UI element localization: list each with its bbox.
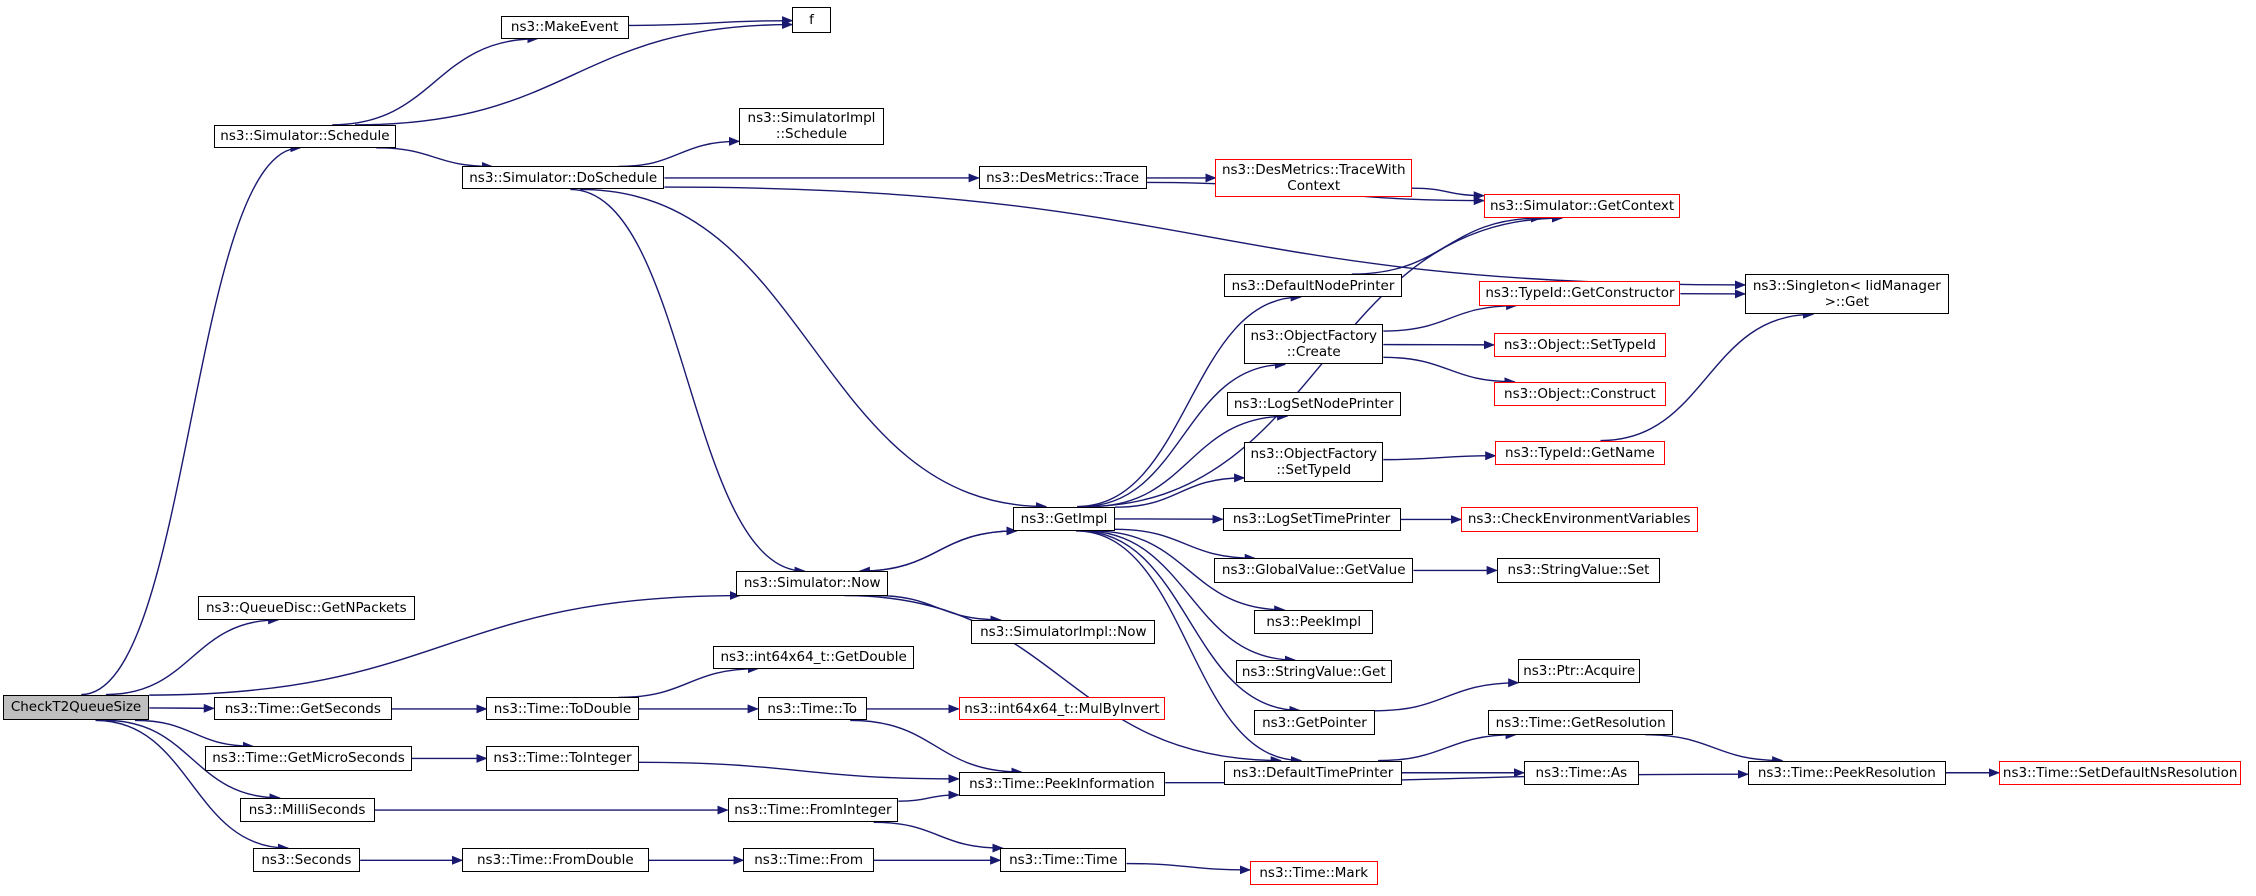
node-int64x64-mul-by-invert[interactable]: ns3::int64x64_t::MulByInvert bbox=[958, 697, 1166, 721]
node-typeid-get-name[interactable]: ns3::TypeId::GetName bbox=[1495, 440, 1665, 465]
edge-getimpl-to-lognodeprinter bbox=[1090, 411, 1289, 508]
edge-getimpl-to-peekimpl bbox=[1093, 530, 1286, 615]
node-simulator-get-context[interactable]: ns3::Simulator::GetContext bbox=[1483, 193, 1681, 219]
node-check-t2-queue-size: CheckT2QueueSize bbox=[2, 694, 150, 721]
node-time-peek-resolution[interactable]: ns3::Time::PeekResolution bbox=[1747, 760, 1946, 785]
edge-ttime-to-tmark bbox=[1126, 862, 1252, 875]
node-simulator-schedule[interactable]: ns3::Simulator::Schedule bbox=[213, 124, 397, 148]
edge-check-to-sched bbox=[81, 143, 302, 696]
edge-dosched-to-getimpl bbox=[580, 188, 1048, 512]
node-default-node-printer[interactable]: ns3::DefaultNodePrinter bbox=[1224, 274, 1402, 298]
edge-dosched-to-simnow bbox=[570, 188, 806, 576]
edge-getpointer-to-ptracquire bbox=[1374, 678, 1520, 712]
node-global-value-get-value[interactable]: ns3::GlobalValue::GetValue bbox=[1214, 558, 1414, 583]
edge-check-to-qdgetn bbox=[105, 615, 280, 696]
node-f[interactable]: f bbox=[792, 7, 831, 33]
node-milli-seconds[interactable]: ns3::MilliSeconds bbox=[239, 797, 375, 823]
edge-simnow-to-deftimeprinter bbox=[844, 594, 1282, 766]
edge-destracectx-to-getcontext bbox=[1412, 187, 1485, 201]
edge-ofcreate-to-construct bbox=[1383, 356, 1516, 387]
node-seconds[interactable]: ns3::Seconds bbox=[252, 848, 361, 873]
edge-getimpl-to-ofsettypeid bbox=[1114, 473, 1246, 508]
edge-makeevent-to-f bbox=[628, 16, 794, 27]
node-log-set-time-printer[interactable]: ns3::LogSetTimePrinter bbox=[1222, 507, 1401, 531]
node-ptr-acquire[interactable]: ns3::Ptr::Acquire bbox=[1518, 658, 1641, 684]
node-simulator-now[interactable]: ns3::Simulator::Now bbox=[736, 571, 889, 596]
edge-sched-to-dosched bbox=[376, 147, 494, 171]
node-time-as[interactable]: ns3::Time::As bbox=[1523, 760, 1639, 785]
edge-check-to-simnow bbox=[149, 591, 741, 696]
node-make-event[interactable]: ns3::MakeEvent bbox=[500, 15, 629, 39]
node-time-from-integer[interactable]: ns3::Time::FromInteger bbox=[727, 797, 899, 823]
node-time-mark[interactable]: ns3::Time::Mark bbox=[1249, 861, 1378, 886]
node-time-set-default-ns-resolution[interactable]: ns3::Time::SetDefaultNsResolution bbox=[1998, 760, 2242, 785]
node-time-to-integer[interactable]: ns3::Time::ToInteger bbox=[486, 746, 639, 771]
edge-tfrominteger-to-ttime bbox=[873, 821, 1004, 853]
node-time-get-micro-seconds[interactable]: ns3::Time::GetMicroSeconds bbox=[205, 746, 412, 771]
edge-dosched-to-singleton bbox=[664, 186, 1747, 290]
node-check-environment-variables[interactable]: ns3::CheckEnvironmentVariables bbox=[1460, 506, 1698, 533]
edge-deftimeprinter-to-tgetres bbox=[1378, 730, 1517, 762]
node-des-metrics-trace[interactable]: ns3::DesMetrics::Trace bbox=[978, 166, 1147, 190]
edge-ofsettypeid-to-getname bbox=[1383, 451, 1497, 461]
node-singleton-iid-manager-get[interactable]: ns3::Singleton< IidManager >::Get bbox=[1744, 274, 1949, 315]
edge-getimpl-to-deftimeprinter bbox=[1076, 530, 1303, 766]
node-simulator-impl-now[interactable]: ns3::SimulatorImpl::Now bbox=[971, 619, 1156, 645]
node-simulator-impl-schedule[interactable]: ns3::SimulatorImpl ::Schedule bbox=[739, 107, 884, 145]
node-int64x64-get-double[interactable]: ns3::int64x64_t::GetDouble bbox=[713, 645, 915, 669]
edge-check-to-tgetmicro bbox=[134, 719, 254, 751]
node-queue-disc-get-n-packets[interactable]: ns3::QueueDisc::GetNPackets bbox=[198, 595, 415, 620]
node-simulator-do-schedule[interactable]: ns3::Simulator::DoSchedule bbox=[462, 166, 665, 190]
edge-getimpl-to-getpointer bbox=[1079, 530, 1301, 715]
node-peek-impl[interactable]: ns3::PeekImpl bbox=[1254, 609, 1374, 635]
node-string-value-set[interactable]: ns3::StringValue::Set bbox=[1496, 558, 1661, 583]
node-time-to-double[interactable]: ns3::Time::ToDouble bbox=[486, 697, 639, 721]
node-get-pointer[interactable]: ns3::GetPointer bbox=[1254, 710, 1375, 735]
edge-getimpl-to-gvgetvalue bbox=[1114, 528, 1256, 563]
edge-getimpl-to-svget bbox=[1083, 530, 1297, 665]
node-time-from-double[interactable]: ns3::Time::FromDouble bbox=[462, 848, 649, 873]
node-string-value-get[interactable]: ns3::StringValue::Get bbox=[1235, 660, 1392, 684]
edge-defnodeprinter-to-getcontext bbox=[1351, 213, 1542, 275]
node-default-time-printer[interactable]: ns3::DefaultTimePrinter bbox=[1224, 760, 1402, 785]
node-typeid-get-constructor[interactable]: ns3::TypeId::GetConstructor bbox=[1479, 281, 1681, 306]
node-time-peek-information[interactable]: ns3::Time::PeekInformation bbox=[958, 772, 1166, 797]
edge-tfrominteger-to-tpeekinfo bbox=[898, 790, 960, 802]
node-time-time[interactable]: ns3::Time::Time bbox=[1000, 848, 1127, 873]
edge-dosched-to-simimplsched bbox=[618, 136, 741, 168]
node-object-factory-set-typeid[interactable]: ns3::ObjectFactory ::SetTypeId bbox=[1244, 441, 1384, 483]
node-get-impl[interactable]: ns3::GetImpl bbox=[1013, 506, 1115, 531]
edge-sched-to-f bbox=[354, 20, 794, 126]
edge-getimpl-to-ofcreate bbox=[1081, 360, 1287, 508]
edge-simnow-to-getimpl bbox=[859, 526, 1018, 572]
edge-ofcreate-to-getctor bbox=[1383, 301, 1518, 332]
node-object-factory-create[interactable]: ns3::ObjectFactory ::Create bbox=[1244, 324, 1384, 365]
node-time-to[interactable]: ns3::Time::To bbox=[757, 697, 867, 721]
edge-ttodouble-to-i64getdouble bbox=[618, 664, 759, 699]
edge-getimpl-to-defnodeprinter bbox=[1077, 292, 1302, 508]
edge-sched-to-makeevent bbox=[332, 34, 539, 126]
edge-ttointeger-to-tpeekinfo bbox=[638, 761, 960, 784]
edge-check-to-millis bbox=[105, 719, 281, 803]
edge-getname-to-singleton bbox=[1600, 309, 1815, 442]
node-time-from[interactable]: ns3::Time::From bbox=[743, 848, 874, 873]
node-object-set-typeid[interactable]: ns3::Object::SetTypeId bbox=[1493, 332, 1667, 358]
node-object-construct[interactable]: ns3::Object::Construct bbox=[1493, 381, 1667, 407]
edge-tto-to-tpeekinfo bbox=[850, 719, 1023, 777]
node-des-metrics-trace-with-context[interactable]: ns3::DesMetrics::TraceWith Context bbox=[1215, 159, 1413, 197]
node-time-get-seconds[interactable]: ns3::Time::GetSeconds bbox=[213, 697, 392, 721]
node-time-get-resolution[interactable]: ns3::Time::GetResolution bbox=[1488, 710, 1674, 735]
edge-tgetres-to-tpeekres bbox=[1645, 734, 1784, 766]
node-log-set-node-printer[interactable]: ns3::LogSetNodePrinter bbox=[1226, 391, 1401, 417]
edge-check-to-seconds bbox=[95, 719, 290, 853]
